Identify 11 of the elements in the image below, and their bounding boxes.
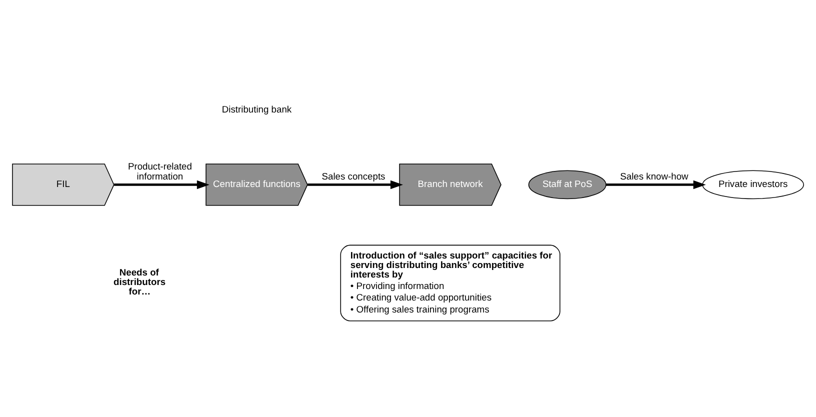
arrow [606,180,706,190]
edge-label: Sales concepts [322,172,386,182]
node-ellipse: Staff at PoS [528,170,606,200]
arrow [114,180,210,190]
label: Needs of distributors for… [114,268,166,296]
arrow [308,180,403,190]
label: Distributing bank [222,104,292,115]
edge-label: Sales know-how [620,172,688,182]
node-ellipse: Private investors [702,170,804,200]
node-box: Introduction of “sales support” capacities for serving distributing banks’ competitive interests by • Providing information • Creating value-add opportunities • Offering sales training programs [340,244,560,322]
edge-label: Product-related information [128,162,192,182]
